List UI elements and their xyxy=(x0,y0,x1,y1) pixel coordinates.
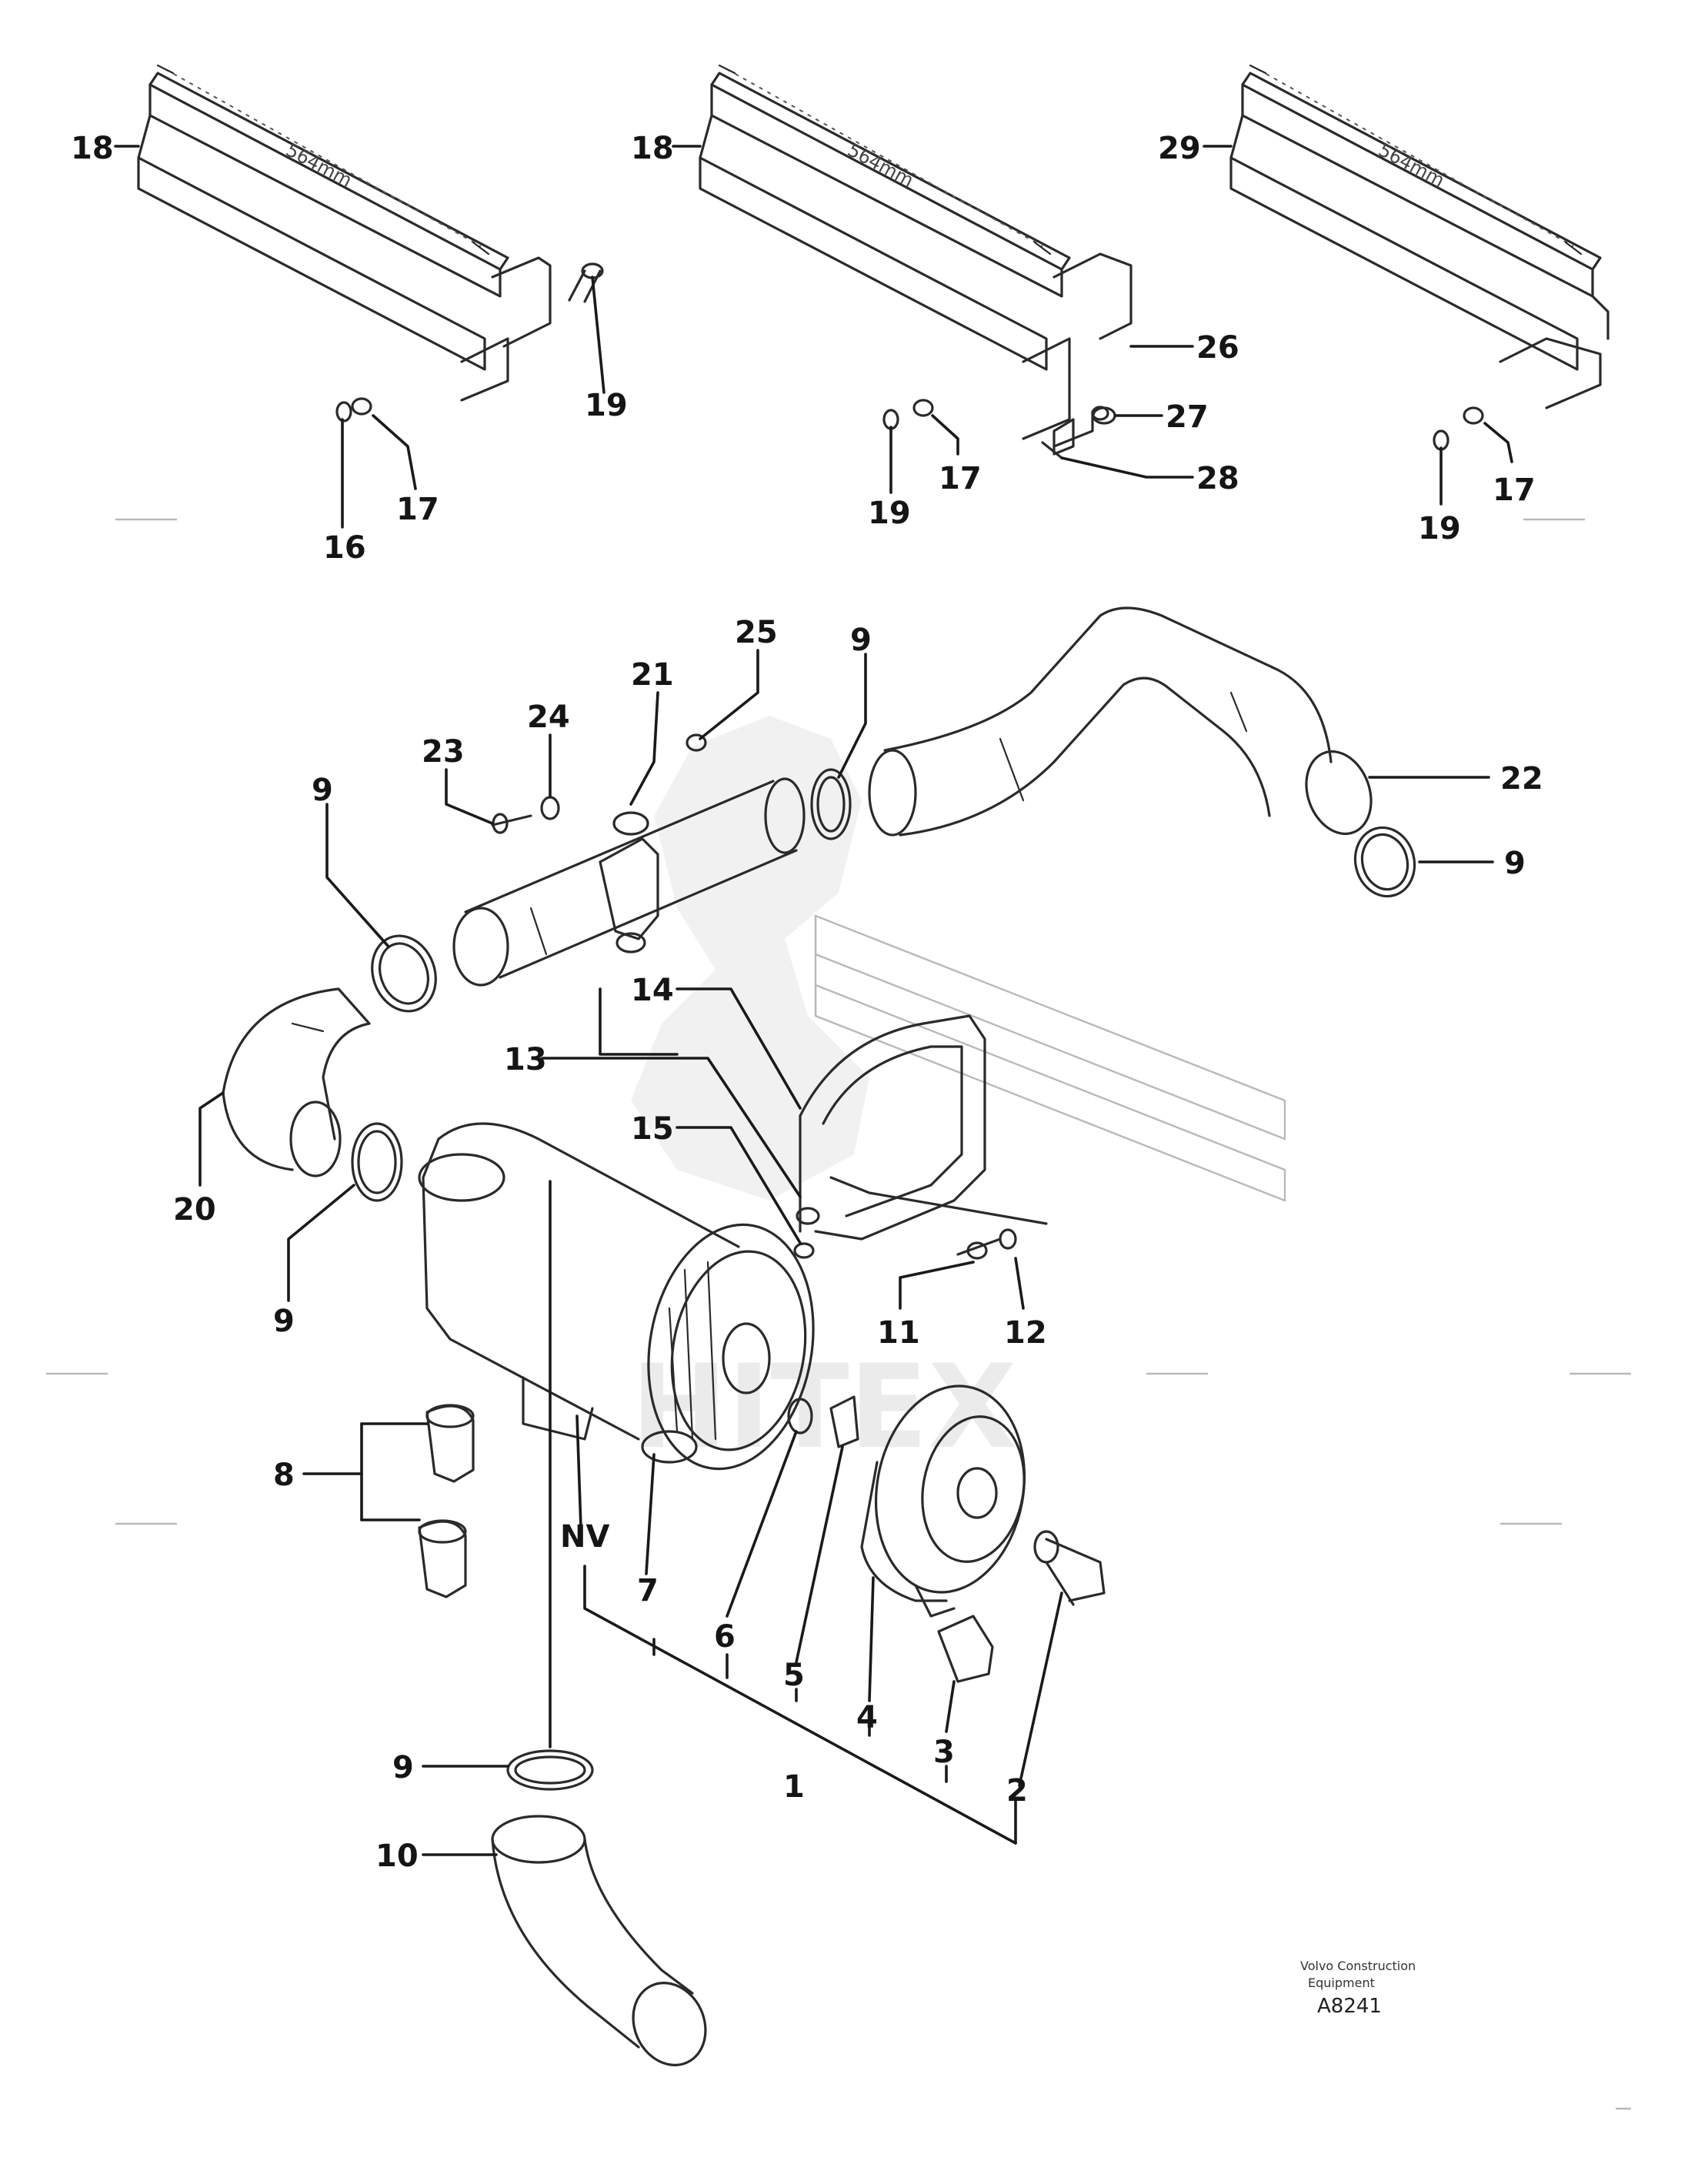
label-9-d: 9 xyxy=(273,1304,295,1339)
label-18-a: 18 xyxy=(71,131,114,166)
label-25: 25 xyxy=(735,615,778,650)
label-28: 28 xyxy=(1196,461,1239,496)
label-18-b: 18 xyxy=(631,131,674,166)
label-12: 12 xyxy=(1004,1315,1047,1351)
main-labels: 9 9 9 9 9 10 20 21 22 23 24 25 14 13 15 … xyxy=(173,615,1543,1874)
intake-pipe xyxy=(452,777,806,987)
rail-variant-2-labels: 18 26 27 28 19 17 xyxy=(631,131,1239,531)
rail-variant-1: 564mm xyxy=(137,64,604,423)
air-filter-housing xyxy=(418,1122,815,1471)
bracket xyxy=(793,1014,1048,1260)
label-13: 13 xyxy=(504,1042,547,1077)
label-17-b: 17 xyxy=(939,461,982,496)
label-19-b: 19 xyxy=(868,496,911,531)
rail-variant-3: 564mm xyxy=(1229,64,1610,451)
label-21: 21 xyxy=(631,657,674,693)
label-24: 24 xyxy=(527,700,570,735)
rail-1-length: 564mm xyxy=(282,139,355,192)
caps-8 xyxy=(418,1404,475,1598)
label-9-e: 9 xyxy=(392,1750,414,1785)
rail-variant-1-labels: 18 19 17 16 xyxy=(71,131,628,566)
main-leaders xyxy=(198,649,1494,1856)
reference-note-line2: Equipment xyxy=(1308,1976,1375,1990)
label-1: 1 xyxy=(783,1769,805,1805)
reference-block: Volvo Construction Equipment A8241 xyxy=(1300,1959,1416,2018)
label-16-a: 16 xyxy=(323,530,366,566)
elbow-hose-20 xyxy=(222,987,371,1177)
label-22: 22 xyxy=(1500,761,1543,797)
cover-4 xyxy=(860,1384,1026,1618)
rail-3-length: 564mm xyxy=(1375,139,1448,192)
rail-2-length: 564mm xyxy=(844,139,917,192)
label-26: 26 xyxy=(1196,330,1239,366)
valve-and-bolt xyxy=(937,1530,1106,1683)
label-14: 14 xyxy=(631,973,674,1008)
label-8: 8 xyxy=(273,1458,295,1493)
label-6: 6 xyxy=(714,1619,736,1655)
reference-note-line1: Volvo Construction xyxy=(1300,1959,1416,1973)
label-nv: NV xyxy=(560,1519,609,1555)
rail-variant-2: 564mm xyxy=(699,64,1133,459)
label-19-c: 19 xyxy=(1418,511,1461,546)
scan-marks xyxy=(46,518,1631,2110)
label-17-c: 17 xyxy=(1493,473,1536,508)
label-9-c: 9 xyxy=(1504,846,1526,881)
label-10: 10 xyxy=(375,1839,419,1874)
lower-elbow-10 xyxy=(491,1815,707,2066)
label-2: 2 xyxy=(1006,1773,1028,1809)
label-20: 20 xyxy=(173,1192,216,1227)
label-3: 3 xyxy=(933,1735,955,1770)
label-9-b: 9 xyxy=(850,623,872,658)
reference-code: A8241 xyxy=(1317,1995,1382,2018)
label-23: 23 xyxy=(422,734,465,770)
label-15: 15 xyxy=(631,1111,674,1147)
label-4: 4 xyxy=(856,1700,878,1735)
label-7: 7 xyxy=(637,1573,659,1608)
rail-ghost xyxy=(814,914,1286,1202)
label-11: 11 xyxy=(877,1315,920,1351)
label-5: 5 xyxy=(783,1658,805,1693)
hose-22 xyxy=(868,606,1373,837)
rail-variant-3-labels: 29 19 17 xyxy=(1158,131,1536,546)
filter-small-parts xyxy=(787,1395,859,1448)
label-19-a: 19 xyxy=(585,388,628,423)
label-27: 27 xyxy=(1166,399,1209,435)
label-9-a: 9 xyxy=(312,773,333,808)
label-29: 29 xyxy=(1158,131,1201,166)
clamps xyxy=(351,768,1416,1791)
label-17-a: 17 xyxy=(396,492,439,527)
